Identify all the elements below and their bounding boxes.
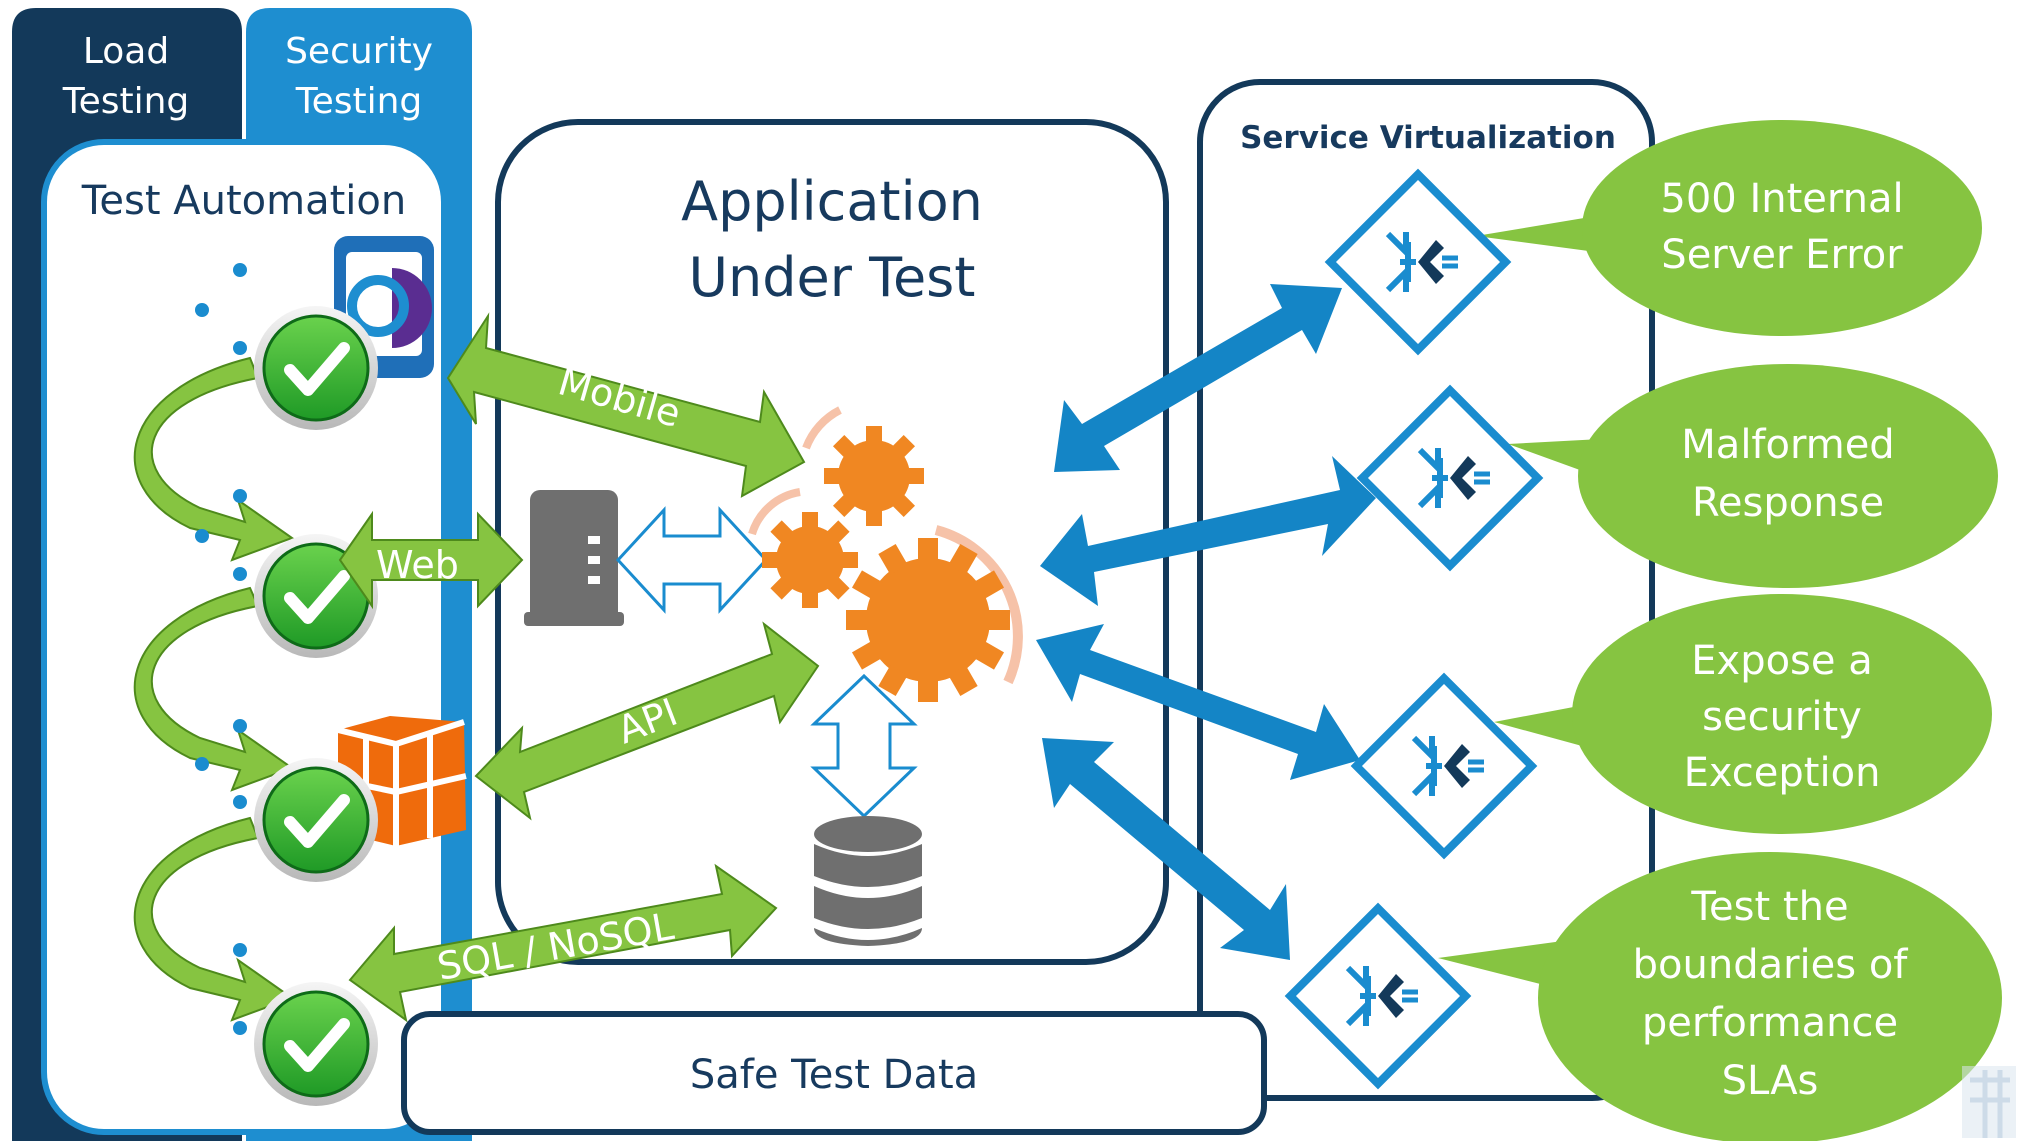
check-circle-icon: [254, 982, 378, 1106]
service-virtualization-title: Service Virtualization: [1240, 120, 1616, 156]
gear-database-double-arrow: [810, 673, 918, 819]
bubble-500-line2: Server Error: [1661, 232, 1903, 278]
aut-title-line1: Application: [681, 170, 983, 233]
bubble-security-line3: Exception: [1684, 750, 1881, 796]
web-arrow: Web: [338, 510, 524, 610]
bubble-perf-line3: performance: [1642, 1000, 1898, 1046]
bubble-security-line1: Expose a: [1691, 638, 1872, 684]
check-circle-icon: [254, 306, 378, 430]
bubble-perf-line2: boundaries of: [1633, 942, 1909, 988]
gear-icon: [748, 406, 1023, 702]
server-icon: [524, 490, 624, 626]
security-testing-label-line2: Testing: [295, 81, 423, 122]
test-automation-title: Test Automation: [81, 178, 406, 224]
decorative-dots: [195, 263, 247, 1035]
bubble-performance-slas: Test the boundaries of performance SLAs: [1438, 852, 2002, 1141]
bubble-malformed-line2: Response: [1692, 480, 1884, 526]
bubble-perf-line4: SLAs: [1722, 1058, 1819, 1104]
aut-title-line2: Under Test: [689, 246, 976, 309]
corner-logo: [1962, 1066, 2016, 1138]
bubble-500-line1: 500 Internal: [1660, 176, 1903, 222]
database-icon: [814, 816, 922, 946]
bubble-security-line2: security: [1702, 694, 1862, 740]
load-testing-label-line2: Testing: [62, 81, 190, 122]
bubble-500-error: 500 Internal Server Error: [1476, 120, 1982, 336]
security-testing-label-line1: Security: [285, 31, 433, 72]
load-testing-label-line1: Load: [83, 31, 169, 72]
safe-test-data-label: Safe Test Data: [690, 1052, 978, 1098]
web-label: Web: [376, 543, 459, 587]
bubble-malformed-line1: Malformed: [1681, 422, 1894, 468]
bubble-perf-line1: Test the: [1690, 884, 1848, 930]
bubble-malformed-response: Malformed Response: [1508, 364, 1998, 588]
check-circle-icon: [254, 758, 378, 882]
bubble-security-exception: Expose a security Exception: [1494, 594, 1992, 834]
safe-test-data-box: Safe Test Data: [401, 1011, 1267, 1135]
service-arrows: [1036, 284, 1376, 960]
automation-flow-arrows: [133, 356, 295, 1022]
